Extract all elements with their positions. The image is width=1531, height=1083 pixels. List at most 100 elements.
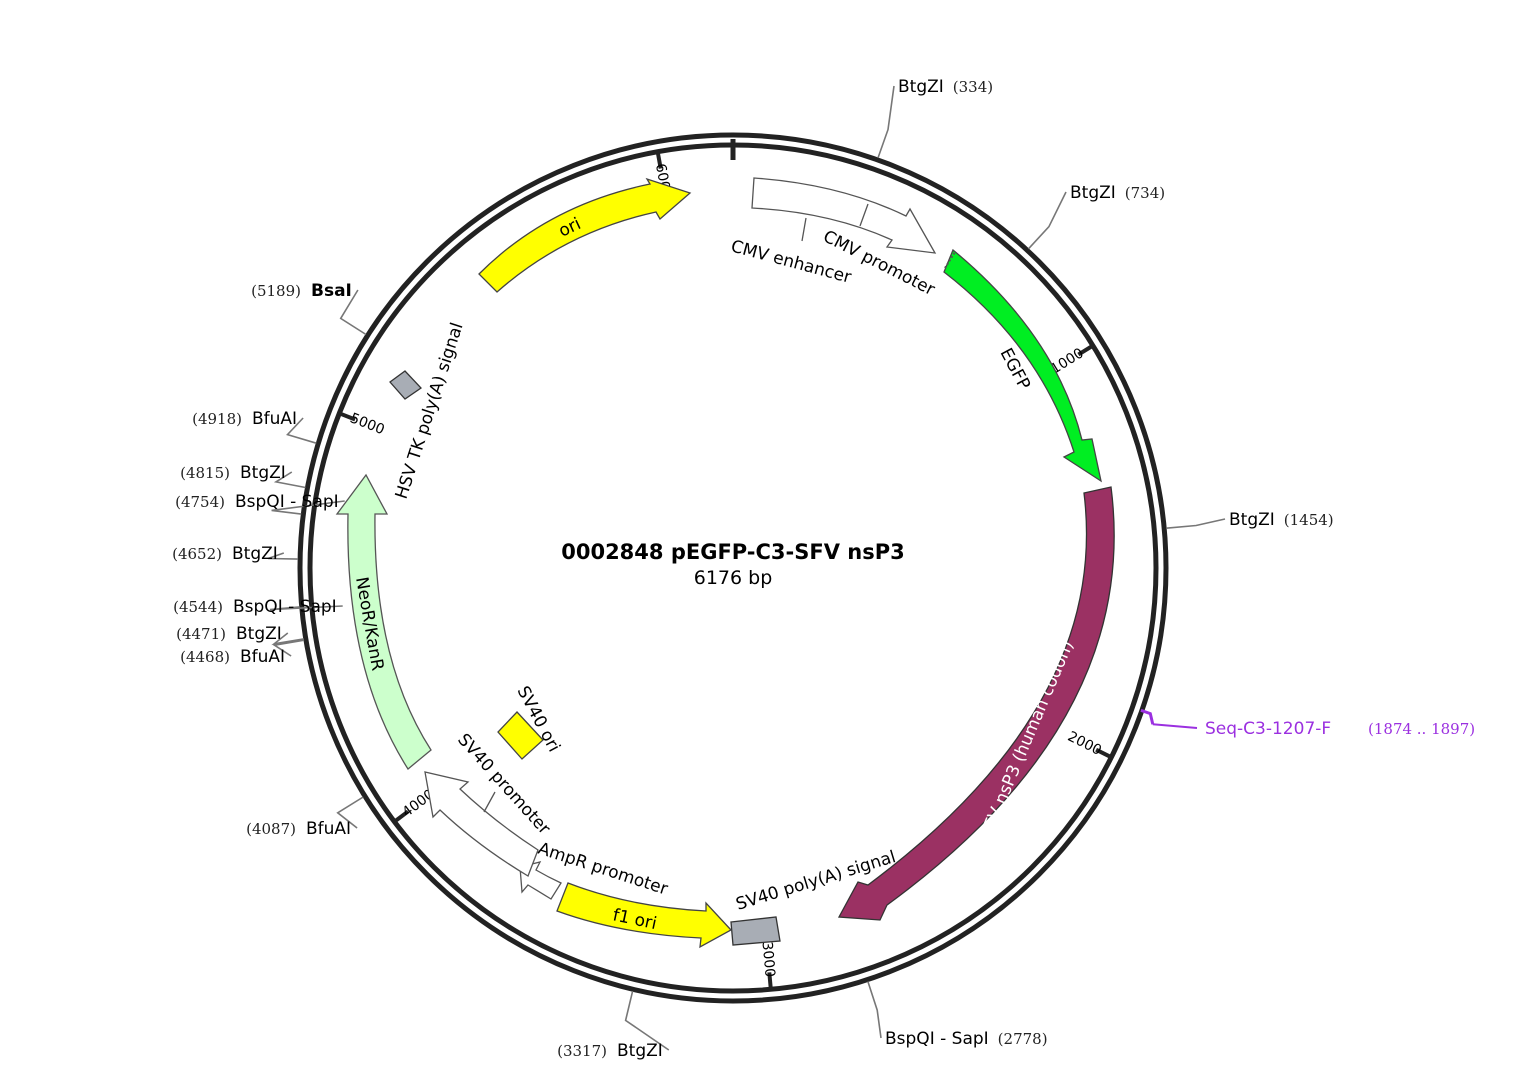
site-position: (1454) — [1284, 511, 1334, 529]
feature-cmv-arrow — [751, 177, 937, 254]
feature-hsv-tk-polya-label: HSV TK poly(A) signal — [392, 320, 468, 501]
restriction-site[interactable]: BfuAI (4087) — [246, 796, 364, 839]
feature-hsv-tk-polya-box — [389, 370, 422, 400]
map-title: 0002848 pEGFP-C3-SFV nsP3 — [561, 540, 905, 564]
restriction-site[interactable]: BfuAI (4918) — [192, 409, 317, 444]
site-position: (4544) — [173, 598, 223, 616]
restriction-site[interactable]: BsaI (5189) — [251, 281, 367, 336]
site-name: BfuAI — [240, 647, 285, 667]
feature-sv40-ori[interactable]: SV40 ori — [497, 683, 564, 760]
tick-mark — [1077, 343, 1095, 357]
restriction-site[interactable]: BtgZI (734) — [1027, 183, 1166, 250]
site-leader-line — [272, 639, 305, 657]
tick-mark — [392, 809, 410, 824]
tick-mark — [337, 411, 356, 422]
primer-name-label: Seq-C3-1207-F — [1205, 719, 1331, 739]
site-name: BspQI - SapI — [235, 492, 339, 512]
feature-sv40-promoter-arrow — [424, 771, 539, 877]
feature-sv40-promoter[interactable]: SV40 promoter — [424, 730, 554, 877]
site-leader-line — [867, 981, 882, 1039]
site-name: BfuAI — [252, 409, 297, 429]
site-leader-line — [1166, 518, 1226, 529]
restriction-site[interactable]: BspQI - SapI (4544) — [173, 597, 343, 617]
tick-mark — [767, 972, 773, 991]
tick-label: 3000 — [759, 941, 778, 978]
feature-egfp-arrow — [943, 248, 1102, 483]
site-name: BfuAI — [306, 819, 351, 839]
feature-f1-ori-arrow — [556, 882, 733, 949]
site-leader-line — [339, 289, 367, 336]
feature-ori[interactable]: ori — [478, 177, 692, 293]
site-position: (4815) — [180, 464, 230, 482]
restriction-site[interactable]: BtgZI (4652) — [172, 544, 299, 564]
site-name: BtgZI — [232, 544, 278, 564]
cmv-divider — [859, 203, 869, 227]
restriction-site[interactable]: BtgZI (4471) — [176, 624, 304, 646]
site-position: (334) — [953, 78, 993, 96]
primer-leader — [1152, 723, 1198, 729]
site-position: (4652) — [172, 545, 222, 563]
site-leader-line — [286, 417, 317, 444]
site-name: BtgZI — [617, 1041, 663, 1061]
site-name: BtgZI — [1070, 183, 1116, 203]
site-leader-line — [271, 632, 304, 646]
feature-sfv-nsp3-arrow — [837, 486, 1115, 921]
feature-sfv-nsp3-label: SFV nsP3 (human codon) — [976, 638, 1078, 842]
tick-mark — [1095, 747, 1114, 760]
feature-egfp[interactable]: EGFP — [943, 248, 1102, 483]
feature-sv40-ori-box — [497, 711, 544, 760]
restriction-site[interactable]: BfuAI (4468) — [180, 639, 305, 667]
site-leader-line — [1027, 191, 1067, 250]
site-position: (4754) — [175, 493, 225, 511]
restriction-site[interactable]: BspQI - SapI (2778) — [867, 981, 1048, 1050]
map-length: 6176 bp — [694, 567, 773, 589]
site-name: BtgZI — [240, 463, 286, 483]
site-name: BspQI - SapI — [885, 1029, 989, 1049]
site-position: (4471) — [176, 625, 226, 643]
feature-ori-arrow — [478, 177, 692, 293]
restriction-site[interactable]: BspQI - SapI (4754) — [175, 492, 345, 515]
site-leader-line — [267, 552, 299, 560]
feature-ampr-promoter[interactable]: AmpR promoter — [519, 839, 670, 900]
site-leader-line — [269, 605, 343, 611]
restriction-site[interactable]: BtgZI (4815) — [180, 463, 306, 489]
primer-position-label: (1874 .. 1897) — [1368, 720, 1475, 738]
tick-mark — [655, 150, 663, 169]
feature-neor-kanr-arrow — [335, 473, 432, 770]
egfp-hatch — [944, 251, 956, 269]
tick-label: 5000 — [348, 410, 387, 438]
backbone-outer-circle — [297, 132, 1169, 1004]
feature-neor-kanr[interactable]: NeoR/KanR — [335, 473, 432, 770]
site-name: BtgZI — [1229, 510, 1275, 530]
site-name: BspQI - SapI — [233, 597, 337, 617]
primer-seq-c3-1207-f[interactable]: Seq-C3-1207-F (1874 .. 1897) — [1140, 708, 1475, 739]
restriction-site[interactable]: BtgZI (334) — [877, 77, 993, 159]
site-position: (4468) — [180, 648, 230, 666]
site-position: (734) — [1125, 184, 1165, 202]
site-position: (2778) — [998, 1030, 1048, 1048]
sv40-promoter-leader — [483, 791, 496, 813]
site-leader-line — [336, 796, 364, 829]
feature-sv40-polya-box — [730, 916, 781, 946]
cmv-enhancer-leader — [801, 217, 807, 242]
tick-label: 2000 — [1065, 729, 1104, 759]
site-position: (3317) — [557, 1042, 607, 1060]
feature-hsv-tk-polya[interactable]: HSV TK poly(A) signal — [389, 320, 468, 502]
restriction-site[interactable]: BtgZI (1454) — [1166, 510, 1334, 530]
primer-arrow-mark — [1140, 708, 1155, 725]
restriction-site[interactable]: BtgZI (3317) — [557, 991, 670, 1061]
site-name: BsaI — [311, 281, 352, 301]
site-leader-line — [624, 991, 670, 1051]
feature-cmv-enhancer-promoter[interactable]: CMV enhancer CMV promoter — [729, 177, 938, 300]
site-position: (5189) — [251, 282, 301, 300]
site-name: BtgZI — [898, 77, 944, 97]
site-name: BtgZI — [236, 624, 282, 644]
site-position: (4087) — [246, 820, 296, 838]
restriction-sites: BtgZI (334) BtgZI (734) BtgZI (1454) BspQI - S… — [172, 77, 1334, 1061]
site-position: (4918) — [192, 410, 242, 428]
site-leader-line — [271, 500, 345, 515]
site-leader-line — [877, 85, 895, 159]
site-leader-line — [273, 471, 306, 489]
